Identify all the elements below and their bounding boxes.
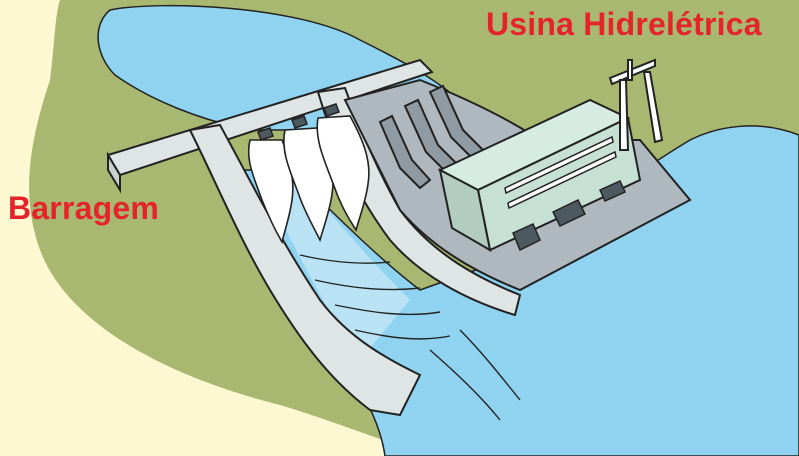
power-plant-label: Usina Hidrelétrica: [486, 6, 762, 43]
dam-label: Barragem: [8, 190, 159, 227]
